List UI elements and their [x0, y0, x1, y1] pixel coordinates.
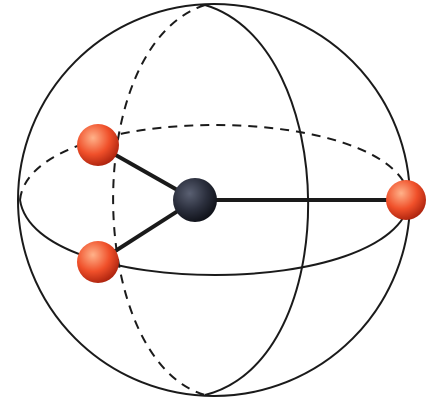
- meridian-back: [112, 4, 206, 396]
- outer-atom-right: [386, 180, 426, 220]
- equator-back: [19, 124, 411, 201]
- equator-front: [19, 199, 411, 276]
- central-atom: [173, 178, 217, 222]
- outer-atom-upper-left: [77, 124, 119, 166]
- outer-atom-lower-left: [77, 241, 119, 283]
